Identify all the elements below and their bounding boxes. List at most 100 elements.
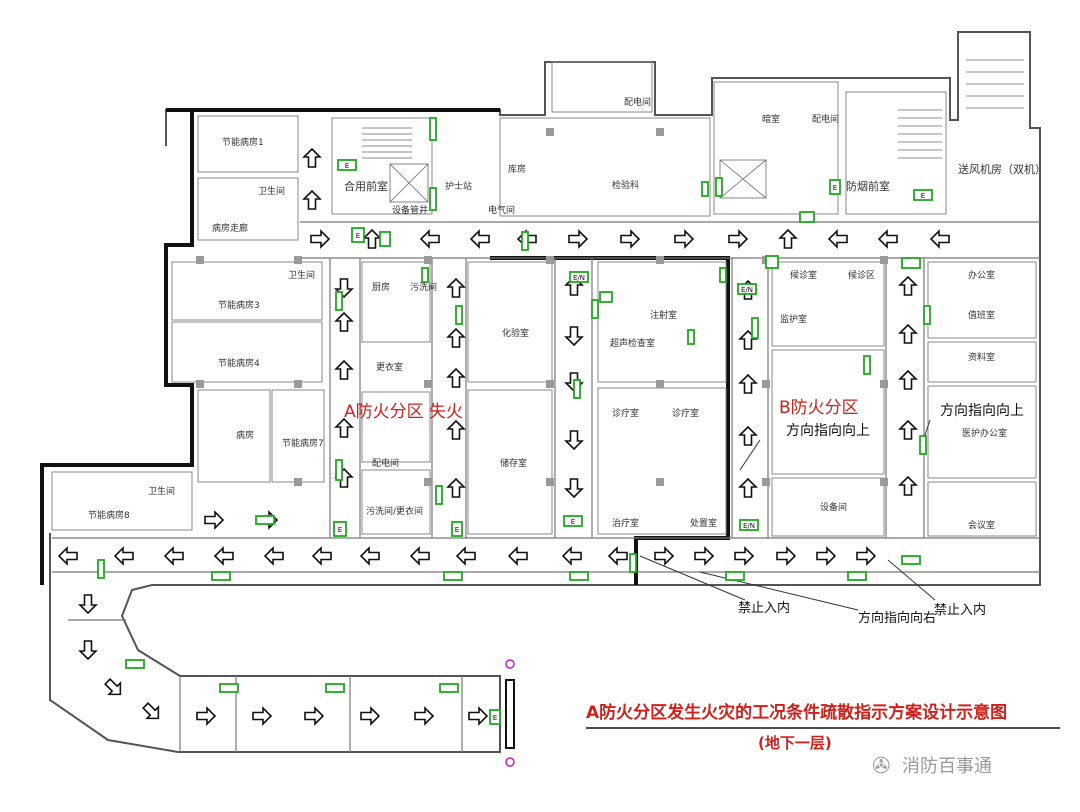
exit-sign-icon [443,571,463,581]
arrow-left-icon [409,546,430,566]
callout-direction-up: 方向指向向上 [940,403,1024,419]
exit-sign-label: E [833,184,837,192]
arrow-up-icon [302,147,322,168]
room-label: 候诊室 [790,271,818,281]
exit-sign-label: E [571,518,575,526]
exit-sign-icon [211,571,231,581]
exit-sign-icon [599,291,613,303]
exit-sign-icon [125,659,145,669]
arrow-left-icon [311,546,332,566]
diagram-subtitle: (地下一层) [758,734,832,752]
room-label: 电气间 [488,206,516,216]
room-label: 库房 [508,165,527,175]
arrow-left-icon [113,546,134,566]
exit-sign-icon [847,571,867,581]
exit-sign-icon [219,683,239,693]
arrow-left-icon [877,229,898,249]
exit-sign-icon [335,291,343,311]
exit-sign-icon [701,181,709,197]
arrow-right-icon [620,229,641,249]
room-label: 送风机房（双机） [958,163,1046,176]
exit-sign-icon [455,305,463,325]
exit-sign-icon [335,459,343,481]
exit-sign-label: E/N [573,274,585,282]
room-label: 更衣室 [376,363,404,373]
exit-sign-icon [751,317,759,339]
room-label: 处置室 [690,519,718,529]
arrow-left-icon [929,229,950,249]
arrow-right-icon [196,706,217,726]
room-label: 暗室 [762,115,781,125]
room-label: 节能病房7 [282,439,324,449]
exit-sign-icon [863,355,871,375]
room-label: 设备管井 [392,206,429,216]
exit-sign-icon: E [489,709,501,725]
exit-sign-icon [421,267,429,283]
exit-sign-icon [439,683,459,693]
arrow-down-icon [564,430,584,451]
exit-sign-icon [687,329,695,345]
exit-sign-icon [901,257,921,269]
callout-direction-right: 方向指向向右 [858,611,937,626]
exit-sign-label: E/N [741,286,753,294]
arrow-left-icon [607,546,628,566]
room-label: 办公室 [968,271,996,281]
arrow-left-icon [163,546,184,566]
room-label: 设备间 [820,503,848,513]
room-label: 节能病房4 [218,359,260,369]
end-exit-door [505,659,515,767]
arrow-right-icon [304,706,325,726]
exit-sign-icon [799,211,815,223]
arrow-left-icon [359,546,380,566]
arrow-right-icon [414,706,435,726]
arrow-right-icon [734,546,755,566]
arrow-left-icon [561,546,582,566]
arrow-right-icon [816,546,837,566]
arrow-right-icon [468,706,489,726]
room-label: 注射室 [650,311,678,321]
stair-hatching [362,59,1024,203]
arrow-up-icon [738,477,758,498]
arrow-right-icon [360,706,381,726]
exit-sign-icon: E [563,515,583,527]
room-label: 监护室 [780,315,808,325]
exit-sign-icon: E [333,521,347,537]
arrow-down-icon [564,478,584,499]
exit-sign-icon [569,571,589,581]
room-label: 储存室 [500,459,528,469]
exit-sign-icon: E/N [737,283,757,295]
wechat-icon: ✇ [872,754,891,779]
arrow-up-icon [898,369,918,390]
exit-sign-icon [725,571,745,581]
exit-sign-icon [629,553,637,573]
arrow-up-icon [898,275,918,296]
room-label: 资料室 [968,353,996,363]
arrow-left-icon [469,229,490,249]
room-label: 卫生间 [148,487,176,497]
room-label: 厨房 [372,283,391,293]
arrow-right-icon [654,546,675,566]
room-label: 污洗间/更衣间 [366,507,424,517]
exit-sign-icon [923,305,931,325]
exit-sign-icon: E [337,159,357,171]
room-label: 卫生间 [258,187,286,197]
exit-sign-icon [521,231,529,251]
arrow-right-icon [310,229,331,249]
room-label: 病房 [236,431,255,441]
arrow-up-icon [334,311,354,332]
diagram-title: A防火分区发生火灾的工况条件疏散指示方案设计示意图 [586,703,1008,723]
room-label: 治疗室 [612,519,640,529]
arrow-right-icon [674,229,695,249]
exit-sign-icon: E/N [739,519,759,531]
room-label: 会议室 [968,521,996,531]
room-label: 诊疗室 [672,409,700,419]
arrow-right-icon [776,546,797,566]
room-label: 防烟前室 [846,180,890,193]
room-label: 诊疗室 [612,409,640,419]
exit-sign-icon [97,559,105,579]
arrow-up-icon [738,373,758,394]
room-label: 节能病房3 [218,301,260,311]
arrow-right-icon [252,706,273,726]
arrow-left-icon [455,546,476,566]
